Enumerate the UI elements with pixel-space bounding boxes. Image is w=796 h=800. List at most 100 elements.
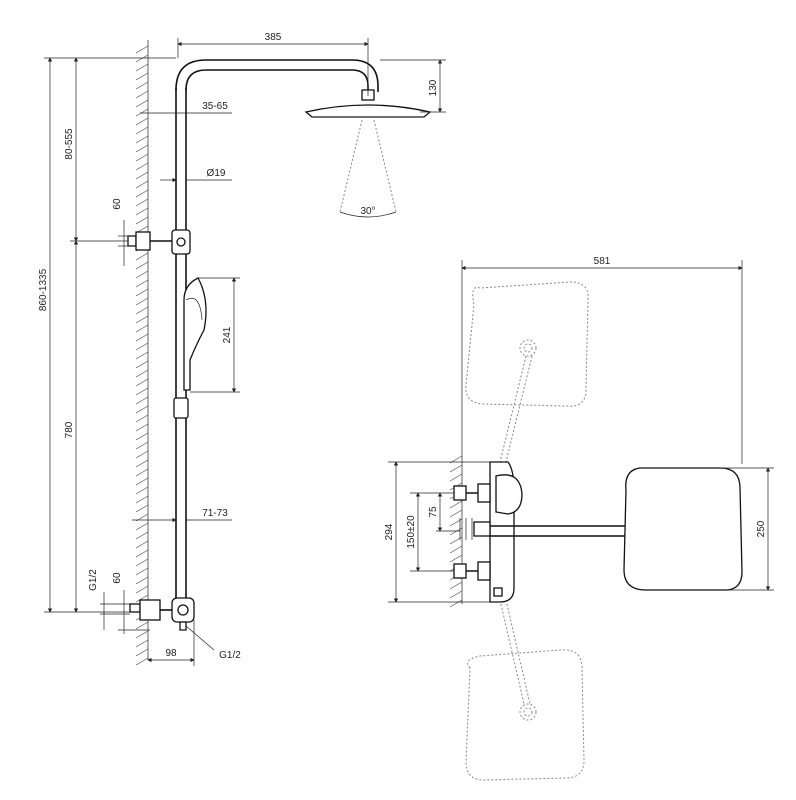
hatch-stroke <box>135 495 149 504</box>
hatch-stroke <box>135 558 149 567</box>
hatch-stroke <box>135 423 149 432</box>
hatch-stroke <box>135 315 149 324</box>
dim-bottom-offset: 60 <box>112 572 123 584</box>
hatch-stroke <box>135 405 149 414</box>
dim-head-height: 130 <box>428 79 439 96</box>
hatch-stroke <box>135 657 149 666</box>
hatch-stroke <box>135 45 149 54</box>
top-view: 581 294 150±20 75 250 <box>384 256 774 781</box>
hatch-stroke <box>135 387 149 396</box>
hatch-stroke <box>135 162 149 171</box>
upper-wall-bracket <box>127 229 191 255</box>
dim-connection-spacing: 150±20 <box>406 515 417 549</box>
hatch-stroke <box>135 585 149 594</box>
wall-hatching <box>135 40 149 666</box>
hatch-stroke <box>135 216 149 225</box>
dim-wall-distance: 35-65 <box>202 101 228 112</box>
hatch-stroke <box>135 378 149 387</box>
hatch-stroke <box>135 270 149 279</box>
hatch-stroke <box>135 531 149 540</box>
hatch-stroke <box>135 72 149 81</box>
hatch-stroke <box>135 459 149 468</box>
dim-thread-left: G1/2 <box>88 569 99 591</box>
hatch-stroke <box>135 252 149 261</box>
riser-pipe <box>175 59 379 600</box>
ghost-lower-head <box>465 599 585 781</box>
overhead-shower <box>304 89 432 218</box>
dim-depth: 98 <box>165 648 177 659</box>
hatch-stroke <box>135 99 149 108</box>
hatch-stroke <box>135 81 149 90</box>
hatch-stroke <box>135 279 149 288</box>
hatch-stroke <box>135 351 149 360</box>
side-dimensions: 385 130 35-65 Ø19 30° 60 860-133 <box>38 32 446 666</box>
hatch-stroke <box>135 180 149 189</box>
hatch-stroke <box>135 135 149 144</box>
hatch-stroke <box>135 189 149 198</box>
side-view: 385 130 35-65 Ø19 30° 60 860-133 <box>38 32 446 666</box>
hatch-stroke <box>135 126 149 135</box>
hatch-stroke <box>135 486 149 495</box>
hatch-stroke <box>135 450 149 459</box>
dim-total-height: 860-1335 <box>38 268 49 311</box>
dim-arm-length: 385 <box>265 32 282 43</box>
hatch-stroke <box>135 144 149 153</box>
hatch-stroke <box>135 576 149 585</box>
hatch-stroke <box>135 306 149 315</box>
overhead-shower-top <box>623 467 743 591</box>
hatch-stroke <box>135 261 149 270</box>
hatch-stroke <box>449 599 463 608</box>
hatch-stroke <box>135 207 149 216</box>
hatch-stroke <box>135 477 149 486</box>
thermostatic-mixer <box>453 461 523 603</box>
hatch-stroke <box>135 360 149 369</box>
hatch-stroke <box>449 509 463 518</box>
hatch-stroke <box>135 63 149 72</box>
hatch-stroke <box>135 594 149 603</box>
hatch-stroke <box>135 396 149 405</box>
hatch-stroke <box>449 590 463 599</box>
dim-mixer-height: 294 <box>384 523 395 540</box>
dim-pipe-diameter: Ø19 <box>207 168 226 179</box>
hatch-stroke <box>135 432 149 441</box>
hatch-stroke <box>135 297 149 306</box>
hatch-stroke <box>135 288 149 297</box>
hatch-stroke <box>135 117 149 126</box>
dim-top-bracket-offset: 60 <box>112 198 123 210</box>
hatch-stroke <box>449 545 463 554</box>
dim-lower-height: 780 <box>64 421 75 438</box>
hatch-stroke <box>449 554 463 563</box>
dim-upper-adjust: 80-555 <box>64 128 75 160</box>
lower-bracket <box>129 597 195 631</box>
hatch-stroke <box>135 522 149 531</box>
hatch-stroke <box>135 90 149 99</box>
hatch-stroke <box>135 468 149 477</box>
hatch-stroke <box>135 630 149 639</box>
hatch-stroke <box>449 581 463 590</box>
hatch-stroke <box>135 54 149 63</box>
hatch-stroke <box>135 648 149 657</box>
dim-hand-shower-range: 241 <box>222 326 233 343</box>
hatch-stroke <box>449 464 463 473</box>
hatch-stroke <box>135 108 149 117</box>
hatch-stroke <box>135 540 149 549</box>
dim-lower-wall-distance: 71-73 <box>202 508 228 519</box>
hatch-stroke <box>135 441 149 450</box>
dim-spout-offset: 75 <box>428 506 439 518</box>
hatch-stroke <box>135 342 149 351</box>
ghost-upper-head <box>465 281 589 463</box>
hatch-stroke <box>135 198 149 207</box>
hatch-stroke <box>135 369 149 378</box>
hatch-stroke <box>135 153 149 162</box>
hatch-stroke <box>135 621 149 630</box>
spray-cone <box>339 119 397 218</box>
hatch-stroke <box>449 500 463 509</box>
dim-total-width: 581 <box>594 256 611 267</box>
hatch-stroke <box>135 639 149 648</box>
hatch-stroke <box>135 171 149 180</box>
dim-head-size: 250 <box>756 520 767 537</box>
hatch-stroke <box>135 333 149 342</box>
hatch-stroke <box>135 549 149 558</box>
hand-shower <box>173 277 207 419</box>
